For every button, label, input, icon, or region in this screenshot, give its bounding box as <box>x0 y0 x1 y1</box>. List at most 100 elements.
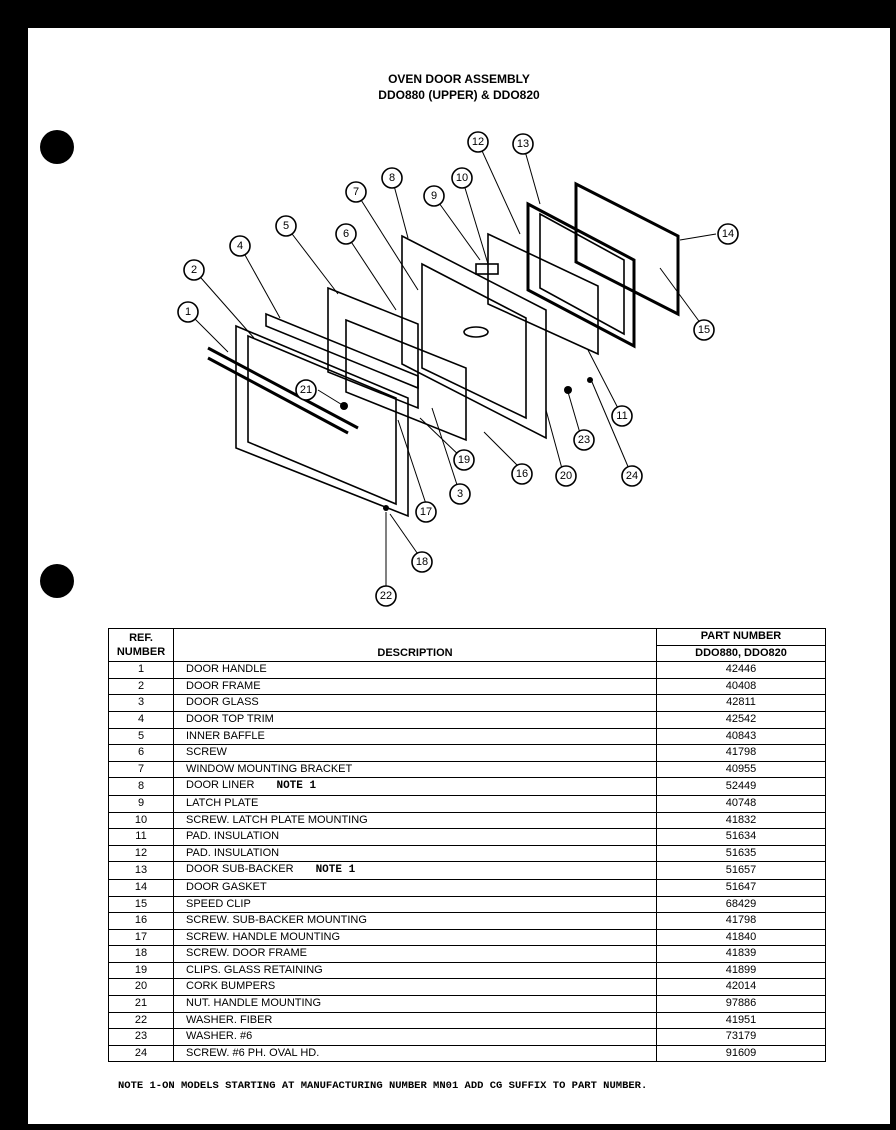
callout-15: 15 <box>693 319 715 341</box>
description-cell: LATCH PLATE <box>173 794 657 813</box>
svg-text:19: 19 <box>458 454 470 466</box>
part-number-cell: 41840 <box>656 928 826 947</box>
description-text: DOOR LINER <box>186 779 255 792</box>
description-cell: WASHER. #6 <box>173 1028 657 1046</box>
part-number-cell: 52449 <box>656 777 826 796</box>
svg-text:8: 8 <box>389 172 395 184</box>
screw-part <box>587 377 593 383</box>
svg-text:5: 5 <box>283 220 289 232</box>
part-number-cell: 51647 <box>656 878 826 897</box>
ref-number-cell: 19 <box>108 961 174 980</box>
insulation-pad-12-part <box>487 232 599 356</box>
description-cell: SPEED CLIP <box>173 895 657 914</box>
description-text: SPEED CLIP <box>186 897 251 910</box>
callout-14: 14 <box>717 223 739 245</box>
description-text: PAD. INSULATION <box>186 830 280 843</box>
part-number-header: PART NUMBER <box>656 628 826 646</box>
part-number-cell: 41798 <box>656 912 826 930</box>
svg-text:22: 22 <box>380 590 392 602</box>
inner-baffle-part <box>327 286 419 410</box>
svg-text:14: 14 <box>722 228 734 240</box>
description-cell: SCREW. DOOR FRAME <box>173 945 657 963</box>
ref-number-cell: 9 <box>108 794 174 813</box>
ref-number-cell: 4 <box>108 710 174 729</box>
part-number-cell: 51635 <box>656 844 826 863</box>
part-number-cell: 51634 <box>656 828 826 846</box>
description-cell: DOOR HANDLE <box>173 661 657 679</box>
callout-9: 9 <box>423 185 445 207</box>
door-glass-part <box>345 318 467 442</box>
ref-number-cell: 23 <box>108 1028 174 1046</box>
part-number-cell: 40955 <box>656 760 826 779</box>
svg-text:7: 7 <box>353 186 359 198</box>
callout-13: 13 <box>512 133 534 155</box>
door-gasket-part <box>574 181 680 317</box>
svg-text:1: 1 <box>185 306 191 318</box>
washer-part <box>564 386 572 394</box>
binder-hole-top <box>40 130 74 164</box>
part-number-cell: 41899 <box>656 961 826 980</box>
description-cell: WASHER. FIBER <box>173 1011 657 1030</box>
document-page: OVEN DOOR ASSEMBLY DDO880 (UPPER) & DDO8… <box>28 28 890 1124</box>
description-text: LATCH PLATE <box>186 796 259 809</box>
svg-text:16: 16 <box>516 468 528 480</box>
part-number-cell: 42542 <box>656 710 826 729</box>
part-number-cell: 41951 <box>656 1011 826 1030</box>
part-number-cell: 97886 <box>656 995 826 1013</box>
description-cell: PAD. INSULATION <box>173 828 657 846</box>
description-cell: SCREW. HANDLE MOUNTING <box>173 928 657 947</box>
part-number-cell: 42811 <box>656 694 826 712</box>
description-text: SCREW <box>186 746 227 759</box>
ref-number-cell: 17 <box>108 928 174 947</box>
callout-12: 12 <box>467 131 489 153</box>
description-text: NUT. HANDLE MOUNTING <box>186 997 322 1010</box>
svg-text:24: 24 <box>626 470 638 482</box>
ref-number-cell: 18 <box>108 945 174 963</box>
description-text: DOOR SUB-BACKER <box>186 863 294 876</box>
description-text: SCREW. SUB-BACKER MOUNTING <box>186 914 367 927</box>
part-number-cell: 40408 <box>656 677 826 696</box>
description-text: INNER BAFFLE <box>186 729 265 742</box>
callout-11: 11 <box>611 405 633 427</box>
svg-text:21: 21 <box>300 384 312 396</box>
part-number-cell: 73179 <box>656 1028 826 1046</box>
description-cell: INNER BAFFLE <box>173 727 657 746</box>
part-number-cell: 91609 <box>656 1044 826 1063</box>
ref-number-cell: 1 <box>108 661 174 679</box>
svg-text:4: 4 <box>237 240 243 252</box>
ref-number-cell: 20 <box>108 978 174 997</box>
ref-number-cell: 13 <box>108 861 174 880</box>
door-sub-backer-part <box>526 201 636 349</box>
callout-8: 8 <box>381 167 403 189</box>
svg-text:2: 2 <box>191 264 197 276</box>
door-liner-part <box>401 234 547 440</box>
svg-text:15: 15 <box>698 324 710 336</box>
description-cell: PAD. INSULATION <box>173 844 657 863</box>
svg-text:20: 20 <box>560 470 572 482</box>
callout-24: 24 <box>621 465 643 487</box>
callout-16: 16 <box>511 463 533 485</box>
ref-number-cell: 24 <box>108 1044 174 1063</box>
callout-3: 3 <box>449 483 471 505</box>
callout-19: 19 <box>453 449 475 471</box>
description-text: DOOR HANDLE <box>186 663 267 676</box>
page-subtitle: DDO880 (UPPER) & DDO820 <box>378 88 540 102</box>
ref-number-cell: 12 <box>108 844 174 863</box>
description-cell: SCREW. SUB-BACKER MOUNTING <box>173 912 657 930</box>
ref-number-cell: 5 <box>108 727 174 746</box>
part-number-cell: 41839 <box>656 945 826 963</box>
